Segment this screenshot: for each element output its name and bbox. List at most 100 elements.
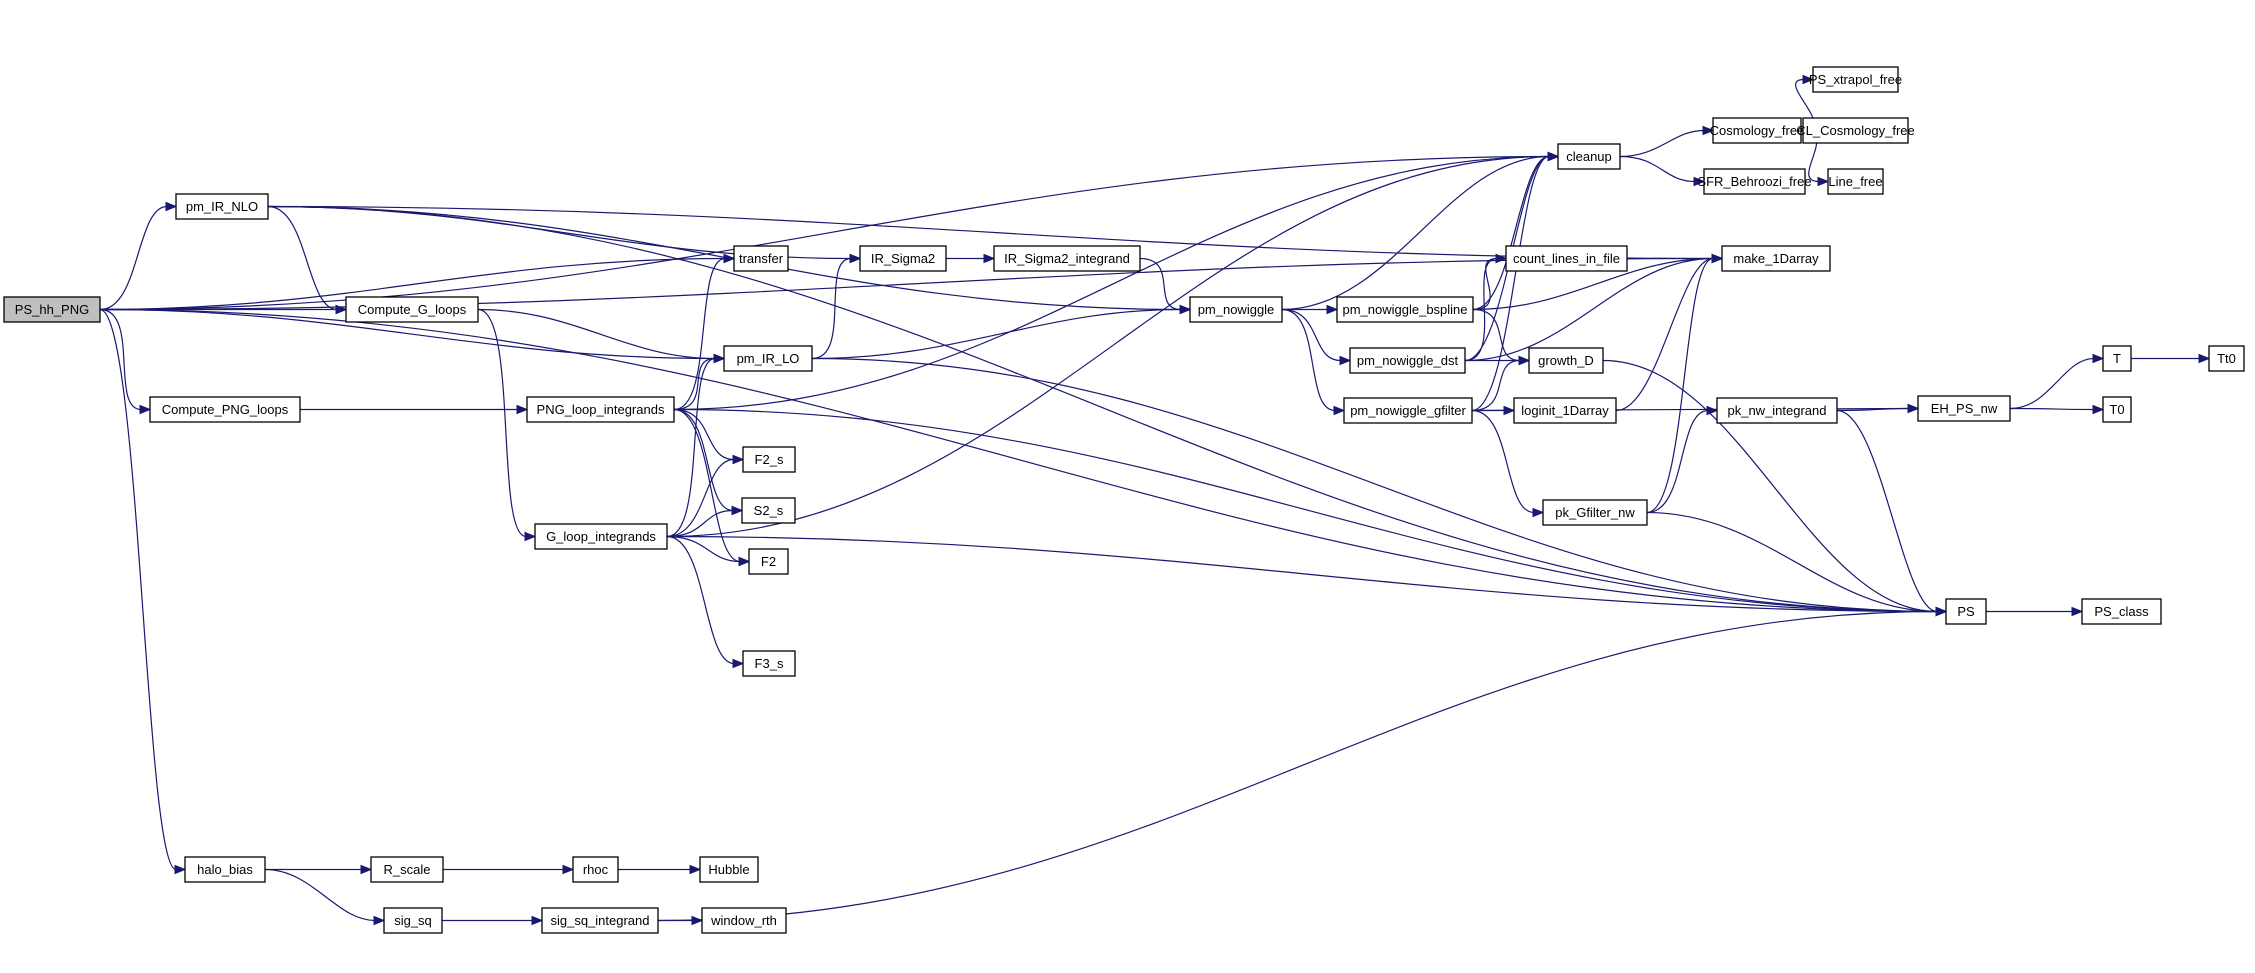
edge-T-to-Tt0: [2130, 353, 2211, 364]
edge-line: [1471, 359, 1521, 412]
node-F3_s[interactable]: F3_s: [742, 650, 796, 677]
edge-line: [99, 257, 726, 311]
node-box: [1917, 395, 2011, 422]
edge-line: [673, 408, 735, 461]
node-SFR_Behroozi_free[interactable]: SFR_Behroozi_free: [1697, 168, 1812, 195]
arrowhead-icon: [531, 915, 544, 926]
node-count_lines_in_file[interactable]: count_lines_in_file: [1505, 245, 1628, 272]
node-label: pm_nowiggle_gfilter: [1350, 403, 1466, 418]
node-pm_nowiggle_gfilter[interactable]: pm_nowiggle_gfilter: [1343, 397, 1473, 424]
node-label: CL_Cosmology_free: [1796, 123, 1915, 138]
node-cleanup[interactable]: cleanup: [1557, 143, 1621, 170]
node-box: [1721, 245, 1831, 272]
node-sig_sq_integrand[interactable]: sig_sq_integrand: [541, 907, 659, 934]
node-box: [742, 446, 796, 473]
edge-pm_nowiggle_dst-to-count_lines_in_file: [1464, 253, 1508, 362]
node-label: PNG_loop_integrands: [537, 402, 665, 417]
arrowhead-icon: [360, 864, 373, 875]
edge-line: [99, 308, 1938, 613]
node-PS_xtrapol_free[interactable]: PS_xtrapol_free: [1809, 66, 1902, 93]
node-box: [1343, 397, 1473, 424]
edge-line: [666, 458, 735, 538]
arrowhead-icon: [139, 404, 152, 415]
node-window_rth[interactable]: window_rth: [701, 907, 787, 934]
node-pm_IR_NLO[interactable]: pm_IR_NLO: [175, 193, 269, 220]
edge-G_loop_integrands-to-PS: [666, 535, 1948, 617]
arrowhead-icon: [1495, 253, 1508, 264]
node-T[interactable]: T: [2102, 345, 2132, 372]
node-box: [1336, 296, 1474, 323]
node-box: [1802, 117, 1909, 144]
node-pm_nowiggle_dst[interactable]: pm_nowiggle_dst: [1349, 347, 1466, 374]
edge-pk_Gfilter_nw-to-pk_nw_integrand: [1646, 405, 1719, 514]
node-halo_bias[interactable]: halo_bias: [184, 856, 266, 883]
node-box: [741, 497, 796, 524]
node-S2_s[interactable]: S2_s: [741, 497, 796, 524]
edge-line: [1836, 407, 1910, 412]
node-Line_free[interactable]: Line_free: [1827, 168, 1884, 195]
node-transfer[interactable]: transfer: [733, 245, 789, 272]
node-label: G_loop_integrands: [546, 529, 656, 544]
edges-layer: [99, 74, 2211, 926]
edge-loginit_1Darray-to-make_1Darray: [1615, 253, 1724, 412]
edge-PS_hh_PNG-to-PS: [99, 308, 1948, 617]
node-label: growth_D: [1538, 353, 1594, 368]
node-IR_Sigma2_integrand[interactable]: IR_Sigma2_integrand: [993, 245, 1141, 272]
node-pk_Gfilter_nw[interactable]: pk_Gfilter_nw: [1542, 499, 1648, 526]
node-box: [541, 907, 659, 934]
edge-EH_PS_nw-to-T0: [2009, 404, 2105, 415]
node-F2_s[interactable]: F2_s: [742, 446, 796, 473]
node-growth_D[interactable]: growth_D: [1528, 347, 1604, 374]
arrowhead-icon: [1547, 151, 1560, 162]
node-T0[interactable]: T0: [2102, 396, 2132, 423]
node-label: pk_nw_integrand: [1727, 403, 1826, 418]
edge-pm_nowiggle-to-pm_nowiggle_bspline: [1282, 304, 1339, 315]
node-Compute_G_loops[interactable]: Compute_G_loops: [345, 296, 479, 323]
arrowhead-icon: [849, 253, 862, 264]
node-label: sig_sq: [394, 913, 432, 928]
arrowhead-icon: [562, 864, 575, 875]
node-R_scale[interactable]: R_scale: [370, 856, 444, 883]
node-PNG_loop_integrands[interactable]: PNG_loop_integrands: [526, 396, 675, 423]
node-PS_hh_PNG[interactable]: PS_hh_PNG: [3, 296, 101, 323]
arrowhead-icon: [335, 304, 348, 315]
node-label: pm_IR_LO: [737, 351, 800, 366]
node-CL_Cosmology_free[interactable]: CL_Cosmology_free: [1796, 117, 1915, 144]
node-pm_IR_LO[interactable]: pm_IR_LO: [723, 345, 813, 372]
node-box: [1513, 397, 1617, 424]
node-box: [1189, 296, 1283, 323]
node-box: [1716, 397, 1838, 424]
node-pk_nw_integrand[interactable]: pk_nw_integrand: [1716, 397, 1838, 424]
node-label: count_lines_in_file: [1513, 251, 1620, 266]
edge-line: [1464, 257, 1714, 362]
node-PS[interactable]: PS: [1945, 598, 1987, 625]
node-Hubble[interactable]: Hubble: [699, 856, 759, 883]
node-label: R_scale: [384, 862, 431, 877]
edge-line: [1471, 409, 1535, 514]
node-F2[interactable]: F2: [748, 548, 789, 575]
node-box: [2102, 396, 2132, 423]
node-Tt0[interactable]: Tt0: [2208, 345, 2245, 372]
node-G_loop_integrands[interactable]: G_loop_integrands: [534, 523, 668, 550]
edge-line: [1619, 129, 1705, 158]
node-sig_sq[interactable]: sig_sq: [383, 907, 443, 934]
node-Compute_PNG_loops[interactable]: Compute_PNG_loops: [149, 396, 301, 423]
node-Cosmology_free[interactable]: Cosmology_free: [1710, 117, 1805, 144]
edge-pm_nowiggle_gfilter-to-cleanup: [1471, 151, 1560, 412]
arrowhead-icon: [1693, 176, 1706, 187]
node-make_1Darray[interactable]: make_1Darray: [1721, 245, 1831, 272]
arrowhead-icon: [738, 556, 751, 567]
edge-pk_Gfilter_nw-to-make_1Darray: [1646, 253, 1724, 514]
arrowhead-icon: [723, 253, 736, 264]
node-PS_class[interactable]: PS_class: [2081, 598, 2162, 625]
node-rhoc[interactable]: rhoc: [572, 856, 619, 883]
node-pm_nowiggle_bspline[interactable]: pm_nowiggle_bspline: [1336, 296, 1474, 323]
edge-line: [1615, 257, 1714, 412]
node-loginit_1Darray[interactable]: loginit_1Darray: [1513, 397, 1617, 424]
edge-line: [673, 408, 734, 512]
node-box: [742, 650, 796, 677]
node-pm_nowiggle[interactable]: pm_nowiggle: [1189, 296, 1283, 323]
node-EH_PS_nw[interactable]: EH_PS_nw: [1917, 395, 2011, 422]
edge-line: [666, 535, 741, 563]
node-IR_Sigma2[interactable]: IR_Sigma2: [859, 245, 947, 272]
